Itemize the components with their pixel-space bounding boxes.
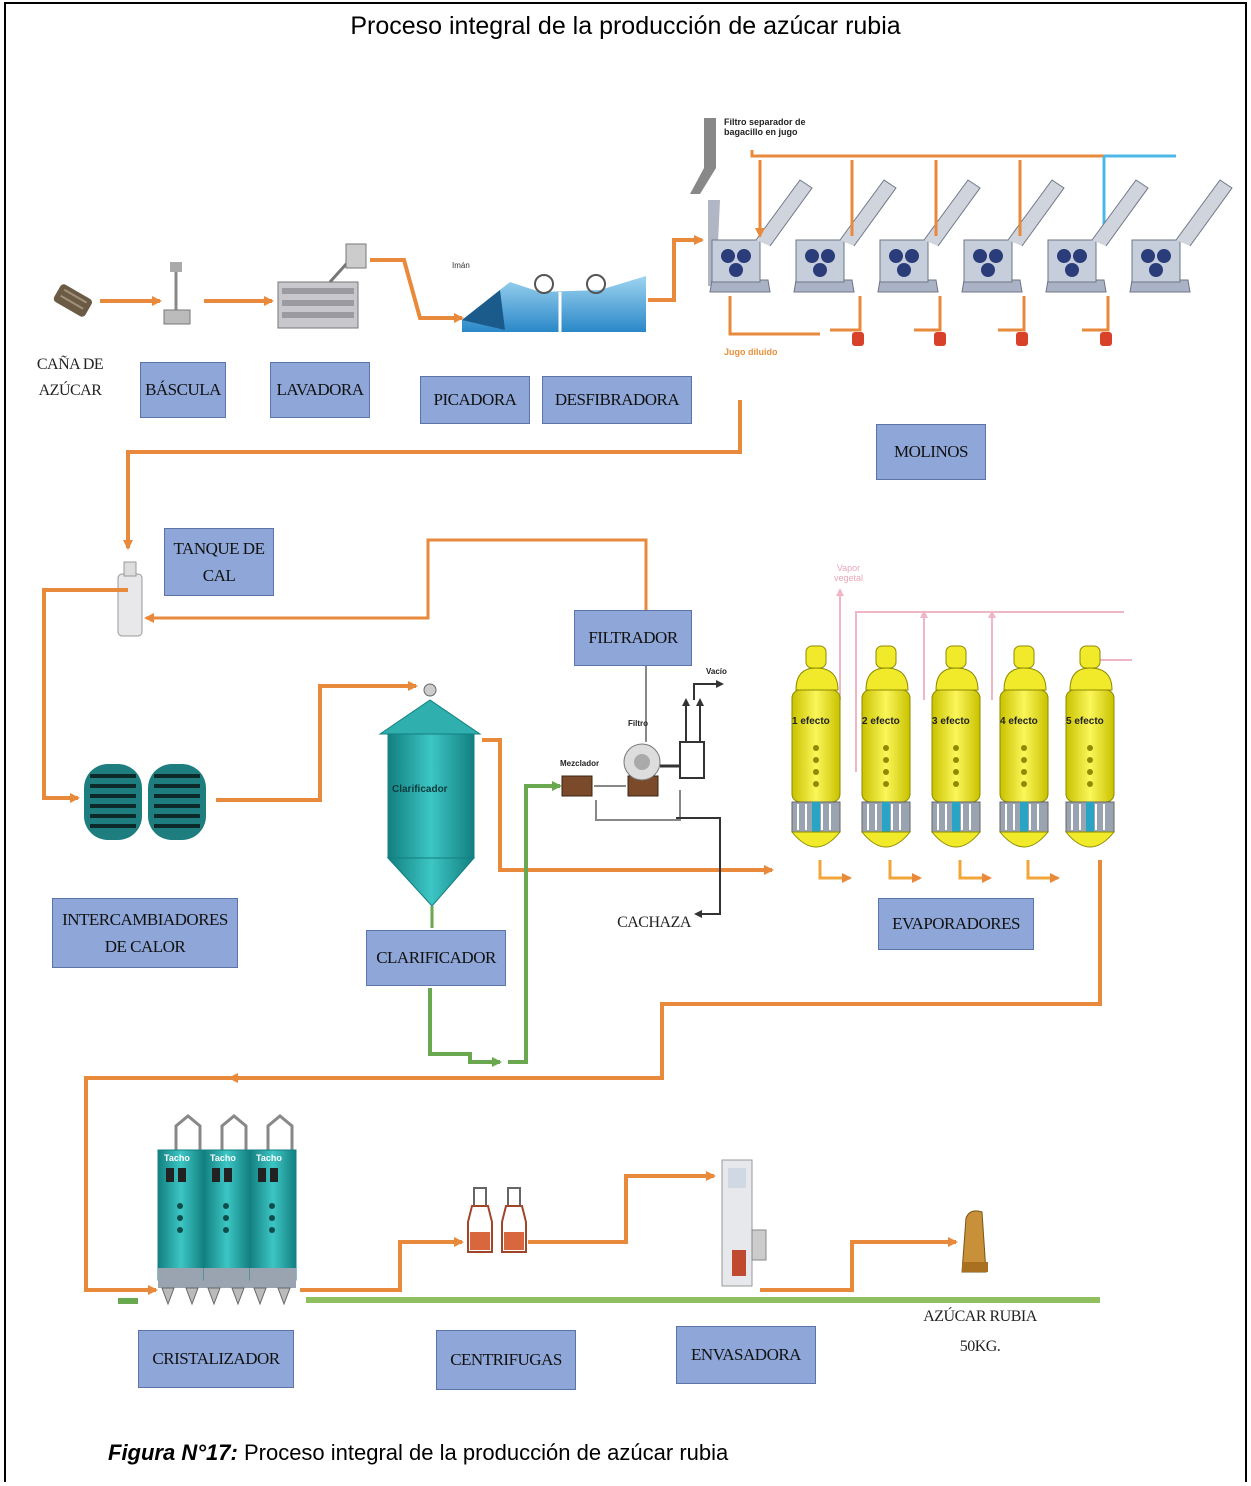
crystallizer-icon bbox=[118, 1114, 298, 1306]
packer-icon bbox=[721, 1159, 767, 1287]
label-clarificador: CLARIFICADOR bbox=[366, 930, 506, 986]
clarifier-tank-label: Clarificador bbox=[392, 784, 448, 795]
label-envasadora: ENVASADORA bbox=[676, 1326, 816, 1384]
label-molinos: MOLINOS bbox=[876, 424, 986, 480]
label-cana: CAÑA DE AZÚCAR bbox=[36, 356, 104, 399]
tacho-3-label: Tacho bbox=[256, 1153, 282, 1163]
mills-icon bbox=[690, 118, 1233, 346]
heat-exchangers-icon bbox=[84, 764, 206, 840]
effect-3-label: 3 efecto bbox=[932, 716, 970, 727]
lime-tank-icon bbox=[117, 561, 143, 637]
evaporators-icon bbox=[790, 588, 1132, 883]
vapor-note: Vapor vegetal bbox=[834, 563, 864, 583]
centrifuges-icon bbox=[467, 1187, 527, 1253]
label-evaporadores: EVAPORADORES bbox=[878, 898, 1034, 950]
effect-2-label: 2 efecto bbox=[862, 716, 900, 727]
bagasse-filter-note: Filtro separador de bagacillo en jugo bbox=[724, 117, 806, 137]
label-centrifugas: CENTRIFUGAS bbox=[436, 1330, 576, 1390]
label-desfibradora: DESFIBRADORA bbox=[542, 376, 692, 424]
vacuum-note: Vacío bbox=[706, 667, 727, 676]
tacho-2-label: Tacho bbox=[210, 1153, 236, 1163]
label-picadora: PICADORA bbox=[420, 376, 530, 424]
label-cristalizador: CRISTALIZADOR bbox=[138, 1330, 294, 1388]
tacho-1-label: Tacho bbox=[164, 1153, 190, 1163]
label-lavadora: LAVADORA bbox=[270, 362, 370, 418]
label-azucar-rubia: AZÚCAR RUBIA 50KG. bbox=[923, 1308, 1037, 1356]
diagram-title: Proceso integral de la producción de azú… bbox=[350, 12, 901, 40]
effect-5-label: 5 efecto bbox=[1066, 716, 1104, 727]
figure-caption: Figura N°17: Proceso integral de la prod… bbox=[108, 1440, 728, 1466]
label-filtrador: FILTRADOR bbox=[574, 610, 692, 666]
clarifier-icon bbox=[378, 683, 482, 928]
mixer-note: Mezclador bbox=[560, 759, 600, 768]
caption-label: Figura N°17: bbox=[108, 1440, 238, 1465]
effect-4-label: 4 efecto bbox=[1000, 716, 1038, 727]
effect-1-label: 1 efecto bbox=[792, 716, 830, 727]
cane-icon bbox=[53, 284, 92, 317]
label-cachaza: CACHAZA bbox=[617, 914, 691, 931]
label-intercambiadores: INTERCAMBIADORES DE CALOR bbox=[52, 898, 238, 968]
label-bascula: BÁSCULA bbox=[140, 362, 226, 418]
svg-text:Imán: Imán bbox=[452, 261, 470, 270]
sugar-sack-icon bbox=[961, 1210, 988, 1273]
caption-text: Proceso integral de la producción de azú… bbox=[243, 1440, 729, 1465]
scale-icon bbox=[163, 262, 191, 325]
diluted-juice-note: Jugo diluido bbox=[724, 347, 778, 357]
label-tanque-cal: TANQUE DE CAL bbox=[164, 528, 274, 596]
cutter-shredder-icon: Imán bbox=[452, 261, 646, 332]
figure-frame bbox=[4, 2, 1247, 1482]
washer-icon bbox=[277, 243, 367, 329]
filter-note: Filtro bbox=[628, 719, 648, 728]
